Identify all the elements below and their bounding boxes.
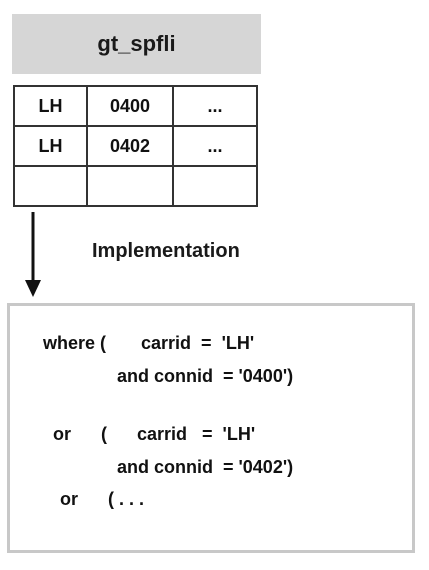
code-line: where ( carrid = 'LH' [43, 333, 255, 353]
table-cell: LH [13, 125, 88, 167]
table-cell: 0400 [86, 85, 174, 127]
data-table: LH 0400 ... LH 0402 ... [13, 85, 258, 207]
down-arrow-icon [25, 212, 41, 297]
code-line: or ( carrid = 'LH' [53, 424, 256, 444]
table-cell: ... [172, 85, 258, 127]
table-row: LH 0400 ... [13, 85, 258, 127]
table-cell [86, 165, 174, 207]
table-row: LH 0402 ... [13, 125, 258, 167]
table-cell: ... [172, 125, 258, 167]
code-line: or ( . . . [60, 489, 145, 509]
implementation-label: Implementation [92, 240, 240, 262]
table-cell: LH [13, 85, 88, 127]
table-row [13, 165, 258, 207]
code-line: and connid = '0402') [117, 457, 294, 477]
code-box: where ( carrid = 'LH' and connid = '0400… [7, 303, 415, 553]
table-cell [172, 165, 258, 207]
table-cell [13, 165, 88, 207]
table-title-text: gt_spfli [97, 31, 176, 56]
code-line: and connid = '0400') [117, 366, 294, 386]
table-cell: 0402 [86, 125, 174, 167]
table-title: gt_spfli [12, 14, 261, 74]
